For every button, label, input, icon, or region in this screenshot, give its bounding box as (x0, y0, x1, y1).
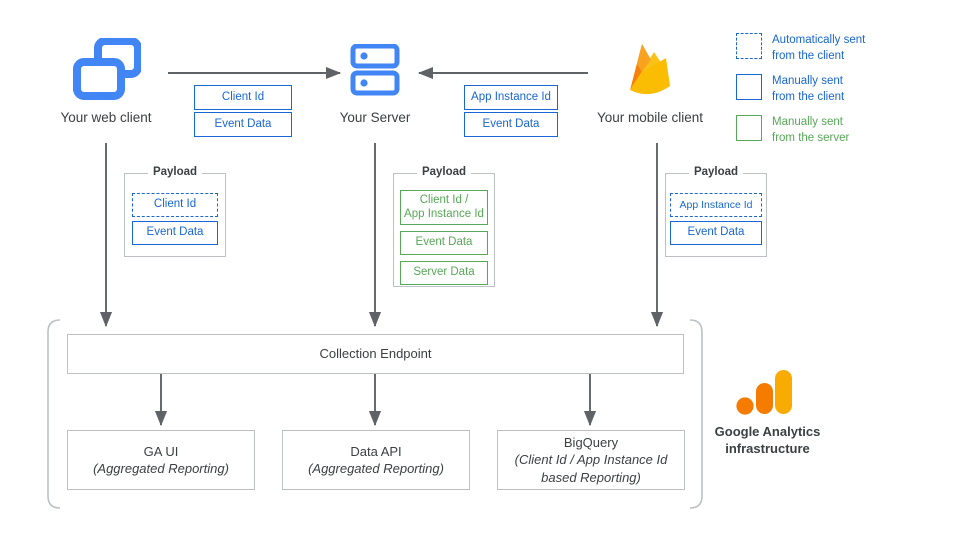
collection-endpoint-box: Collection Endpoint (67, 334, 684, 374)
server-racks-icon (350, 44, 400, 96)
ga-caption-line1: Google Analytics (714, 424, 821, 439)
payload-server-title: Payload (416, 166, 472, 178)
legend-line1-manual-server: Manually sent (772, 116, 843, 128)
legend-line2-manual-server: from the server (772, 131, 850, 144)
legend-swatch-solid-blue (736, 74, 762, 100)
legend-line1-manual-client: Manually sent (772, 75, 843, 87)
bracket-left (47, 319, 61, 509)
transit-chip-client-id: Client Id (194, 85, 292, 110)
legend-line2-manual-client: from the client (772, 90, 845, 103)
google-analytics-icon (736, 370, 792, 415)
web-client-label: Your web client (60, 110, 152, 125)
bracket-right (689, 319, 703, 509)
legend-swatch-dashed-blue (736, 33, 762, 59)
payload-web-chip-event-data: Event Data (132, 221, 218, 245)
payload-mobile-chip-app-instance-id: App Instance Id (670, 193, 762, 217)
payload-web-title: Payload (147, 166, 203, 178)
legend-line2-auto-client: from the client (772, 49, 845, 62)
payload-server-chip-ids: Client Id / App Instance Id (400, 190, 488, 225)
legend-text-manual-server: Manually sent from the server (772, 115, 849, 146)
output-box-data-api: Data API (Aggregated Reporting) (282, 430, 470, 490)
transit-chip-app-instance-id: App Instance Id (464, 85, 558, 110)
legend-text-auto-client: Automatically sent from the client (772, 33, 865, 64)
collection-endpoint-label: Collection Endpoint (319, 346, 432, 362)
payload-server-chip-event-data: Event Data (400, 231, 488, 255)
browser-windows-icon (73, 38, 141, 100)
payload-mobile-title: Payload (688, 166, 744, 178)
legend-line1-auto-client: Automatically sent (772, 34, 866, 46)
transit-chip-event-data: Event Data (194, 112, 292, 137)
payload-web-chip-client-id: Client Id (132, 193, 218, 217)
mobile-client-label: Your mobile client (596, 110, 704, 125)
output-title-bigquery: BigQuery (563, 435, 619, 451)
output-box-ga-ui: GA UI (Aggregated Reporting) (67, 430, 255, 490)
output-subtitle-ga-ui: (Aggregated Reporting) (93, 461, 229, 476)
legend-swatch-solid-green (736, 115, 762, 141)
transit-chip-event-data-mobile: Event Data (464, 112, 558, 137)
server-label: Your Server (339, 110, 411, 125)
output-title-data-api: Data API (350, 443, 402, 459)
output-title-ga-ui: GA UI (143, 443, 179, 459)
payload-server-chip-server-data: Server Data (400, 261, 488, 285)
output-subtitle-bigquery: (Client Id / App Instance Id based Repor… (514, 452, 668, 485)
legend-text-manual-client: Manually sent from the client (772, 74, 844, 105)
payload-mobile-chip-event-data: Event Data (670, 221, 762, 245)
ga-infrastructure-caption: Google Analytics infrastructure (690, 424, 845, 458)
firebase-flame-icon (630, 44, 670, 95)
output-box-bigquery: BigQuery (Client Id / App Instance Id ba… (497, 430, 685, 490)
output-subtitle-data-api: (Aggregated Reporting) (308, 461, 444, 476)
ga-caption-line2: infrastructure (725, 440, 810, 456)
